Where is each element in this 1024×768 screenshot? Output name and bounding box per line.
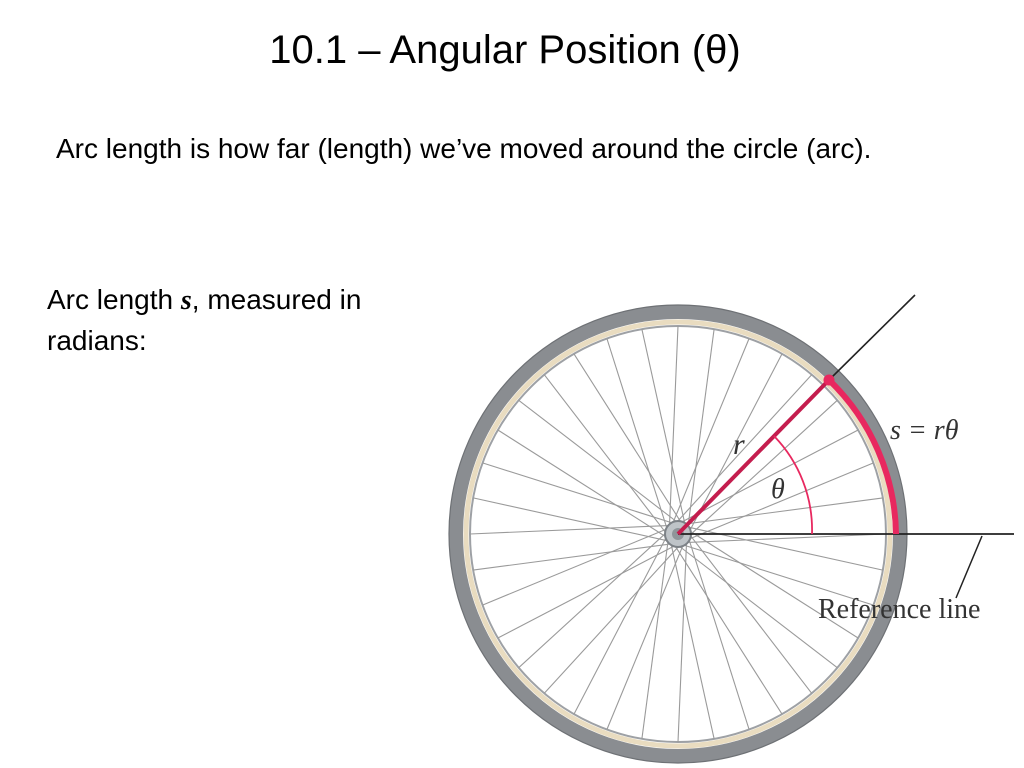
spoke	[606, 543, 685, 730]
spoke	[687, 462, 874, 541]
spoke	[497, 544, 677, 639]
body-text: Arc length s, measured in radians:	[47, 280, 427, 361]
spoke	[687, 537, 750, 730]
arc-length-variable: s	[180, 285, 192, 316]
radial-extension-line	[828, 294, 916, 381]
spoke	[469, 524, 672, 535]
spoke	[677, 544, 838, 669]
spoke	[679, 429, 859, 524]
label-r: r	[733, 428, 745, 461]
spoke	[518, 399, 679, 524]
spoke	[670, 542, 715, 739]
spoke	[673, 543, 783, 715]
spoke	[543, 544, 681, 694]
spoke	[668, 325, 679, 528]
spoke	[675, 374, 813, 524]
spoke	[671, 338, 750, 525]
spoke	[497, 429, 669, 539]
spoke	[687, 329, 715, 529]
spoke	[482, 527, 669, 606]
body-text-suffix: , measured in radians:	[47, 284, 362, 356]
spoke	[473, 497, 670, 542]
spoke	[573, 535, 668, 715]
theta-angle-arc	[773, 435, 813, 535]
spoke	[518, 531, 668, 669]
spoke	[473, 543, 673, 571]
spoke	[684, 533, 887, 544]
slide-subtitle: Arc length is how far (length) we’ve mov…	[56, 133, 872, 164]
arc-endpoint-dot	[823, 374, 835, 386]
spoke	[641, 329, 686, 526]
label-theta: θ	[771, 474, 785, 505]
spoke	[688, 533, 813, 694]
spoke	[641, 539, 669, 739]
spoke	[482, 462, 675, 525]
reference-pointer	[955, 535, 983, 599]
slide-title: 10.1 – Angular Position (θ)	[269, 28, 741, 72]
spoke	[543, 374, 668, 535]
label-arc-formula: s = rθ	[890, 415, 959, 446]
radius-line	[676, 378, 831, 536]
spoke	[681, 543, 874, 606]
spoke	[677, 540, 688, 743]
spoke	[688, 399, 838, 537]
spoke	[606, 338, 669, 531]
spokes	[469, 325, 887, 743]
spoke	[573, 353, 683, 525]
spoke	[688, 353, 783, 533]
body-text-prefix: Arc length	[47, 284, 181, 315]
label-reference-line: Reference line	[818, 594, 980, 625]
spoke	[687, 529, 859, 639]
arc-length-s	[826, 377, 899, 535]
spoke	[683, 497, 883, 525]
